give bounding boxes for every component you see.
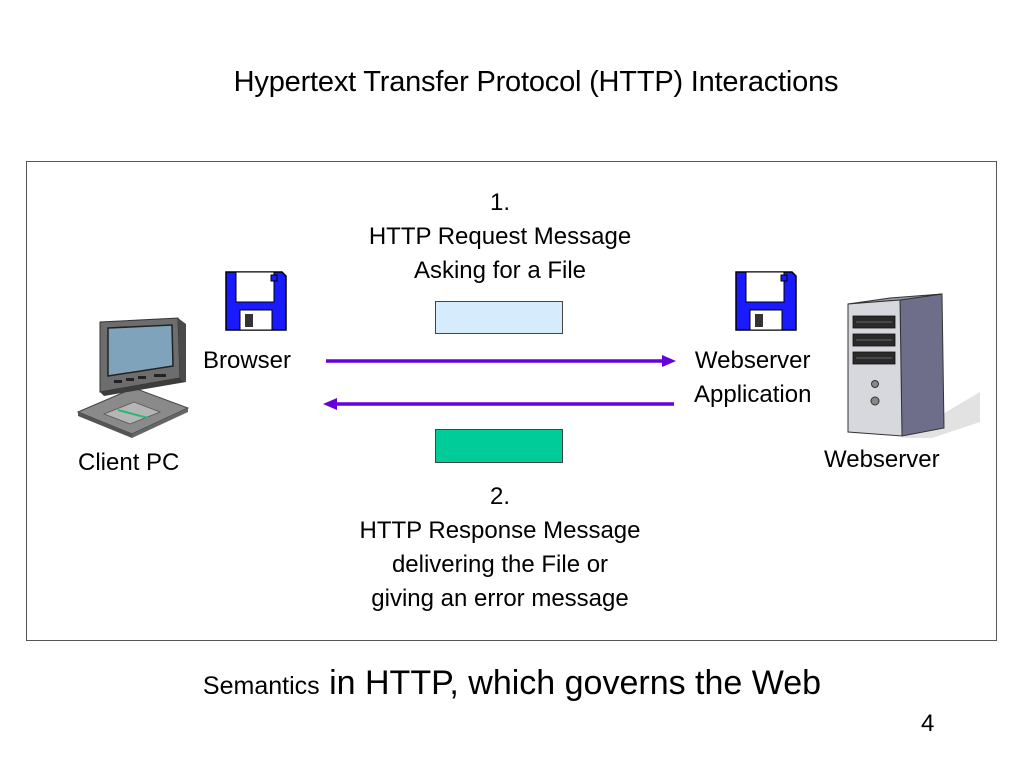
client-pc-label: Client PC: [78, 449, 180, 476]
floppy-disk-icon: [735, 271, 797, 331]
response-message-box: [435, 429, 563, 463]
response-number: 2.: [489, 483, 510, 510]
request-number: 1.: [489, 189, 510, 216]
subtitle-semantics: Semantics: [202, 672, 320, 700]
webserver-application-label: Webserver Application: [694, 344, 811, 412]
response-arrowhead: [323, 398, 337, 410]
slide-title: Hypertext Transfer Protocol (HTTP) Inter…: [233, 66, 839, 98]
request-line1: HTTP Request Message: [368, 223, 632, 250]
client-pc-icon: [76, 317, 190, 438]
request-arrowhead: [662, 355, 676, 367]
response-label: 2. HTTP Response Message delivering the …: [320, 480, 680, 616]
slide-subtitle: Semantics in HTTP, which governs the Web: [0, 664, 1024, 703]
floppy-disk-icon: [225, 271, 287, 331]
webserver-tower-icon: [847, 293, 980, 438]
page-number: 4: [921, 710, 935, 737]
subtitle-rest: in HTTP, which governs the Web: [319, 664, 822, 702]
request-message-box: [435, 301, 563, 334]
webserver-app-line2: Application: [694, 381, 812, 408]
webserver-app-line1: Webserver: [694, 347, 811, 374]
diagram-frame: [26, 161, 997, 641]
request-label: 1. HTTP Request Message Asking for a Fil…: [340, 186, 660, 288]
browser-label: Browser: [203, 347, 292, 374]
request-line2: Asking for a File: [413, 257, 587, 284]
response-line3: giving an error message: [371, 585, 629, 612]
response-line2: delivering the File or: [391, 551, 609, 578]
response-line1: HTTP Response Message: [359, 517, 641, 544]
webserver-label: Webserver: [824, 446, 940, 473]
